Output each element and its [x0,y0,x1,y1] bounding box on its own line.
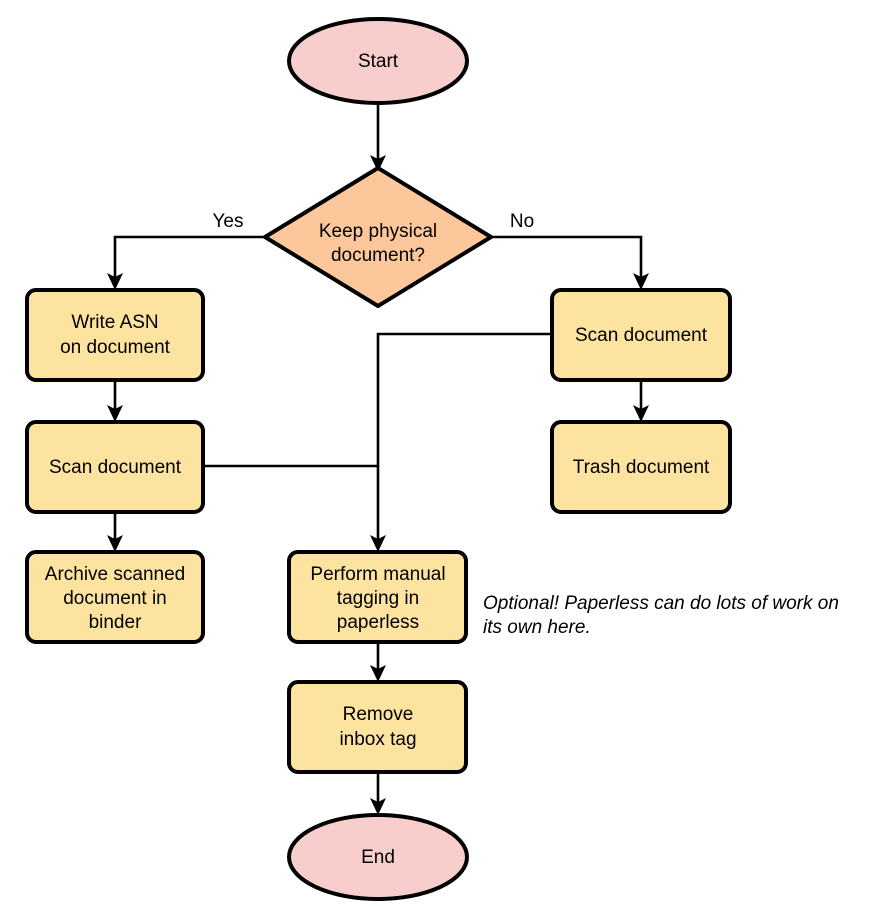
manual-tagging-label-line-3: paperless [337,612,419,633]
scan-document-left-label: Scan document [49,457,182,478]
edge-label-yes: Yes [213,211,244,232]
archive-binder-label-line-1: Archive scanned [45,564,185,585]
remove-inbox-tag-label-line-1: Remove [343,704,414,725]
node-archive-binder[interactable]: Archive scanned document in binder [25,550,205,644]
node-manual-tagging[interactable]: Perform manual tagging in paperless [287,550,468,644]
archive-binder-box-shape[interactable] [25,550,205,644]
manual-tagging-label-line-2: tagging in [337,588,419,609]
edge-decision-yes-to-write-asn [107,235,265,290]
remove-inbox-tag-box-shape[interactable] [287,680,468,774]
scan-document-left-box-shape[interactable] [25,420,205,514]
trash-document-label: Trash document [573,457,710,478]
edge-remove-inbox-to-end [370,772,386,815]
end-terminator-shape[interactable] [287,813,469,901]
node-scan-document-left[interactable]: Scan document [25,420,205,514]
manual-tagging-label-line-1: Perform manual [310,564,445,585]
edge-scan-left-to-archive [107,512,123,552]
optional-note-line-2: its own here. [483,617,591,638]
trash-document-box-shape[interactable] [550,420,732,514]
remove-inbox-tag-label-line-2: inbox tag [339,729,416,750]
node-start[interactable]: Start [287,17,469,105]
scan-document-right-box-shape[interactable] [550,288,732,382]
scan-document-right-label: Scan document [575,325,708,346]
edge-layer [107,103,649,815]
node-remove-inbox-tag[interactable]: Remove inbox tag [287,680,468,774]
manual-tagging-box-shape[interactable] [287,550,468,644]
archive-binder-label-line-2: document in [63,588,167,609]
node-trash-document[interactable]: Trash document [550,420,732,514]
start-label: Start [358,51,399,72]
edge-tagging-to-remove-inbox [370,642,386,682]
write-asn-label-line-1: Write ASN [71,312,158,333]
optional-note-line-1: Optional! Paperless can do lots of work … [483,593,839,614]
end-label: End [361,847,395,868]
edge-decision-no-to-scan-right [491,235,649,290]
start-terminator-shape[interactable] [287,17,469,105]
edge-scan-right-to-trash [633,380,649,422]
decision-diamond-shape[interactable] [263,166,493,308]
edge-scan-right-to-tagging [370,332,552,552]
archive-binder-label-line-3: binder [89,612,142,633]
edge-start-to-decision [370,103,386,172]
node-scan-document-right[interactable]: Scan document [550,288,732,382]
decision-label-line-1: Keep physical [319,221,437,242]
decision-label-line-2: document? [331,245,425,266]
node-end[interactable]: End [287,813,469,901]
write-asn-label-line-2: on document [60,337,171,358]
edge-write-asn-to-scan-left [107,380,123,422]
node-write-asn[interactable]: Write ASN on document [25,288,205,382]
write-asn-box-shape[interactable] [25,288,205,382]
node-decision-keep-physical[interactable]: Keep physical document? [263,166,493,308]
annotation-optional-note: Optional! Paperless can do lots of work … [483,593,839,638]
edge-label-no: No [510,211,534,232]
